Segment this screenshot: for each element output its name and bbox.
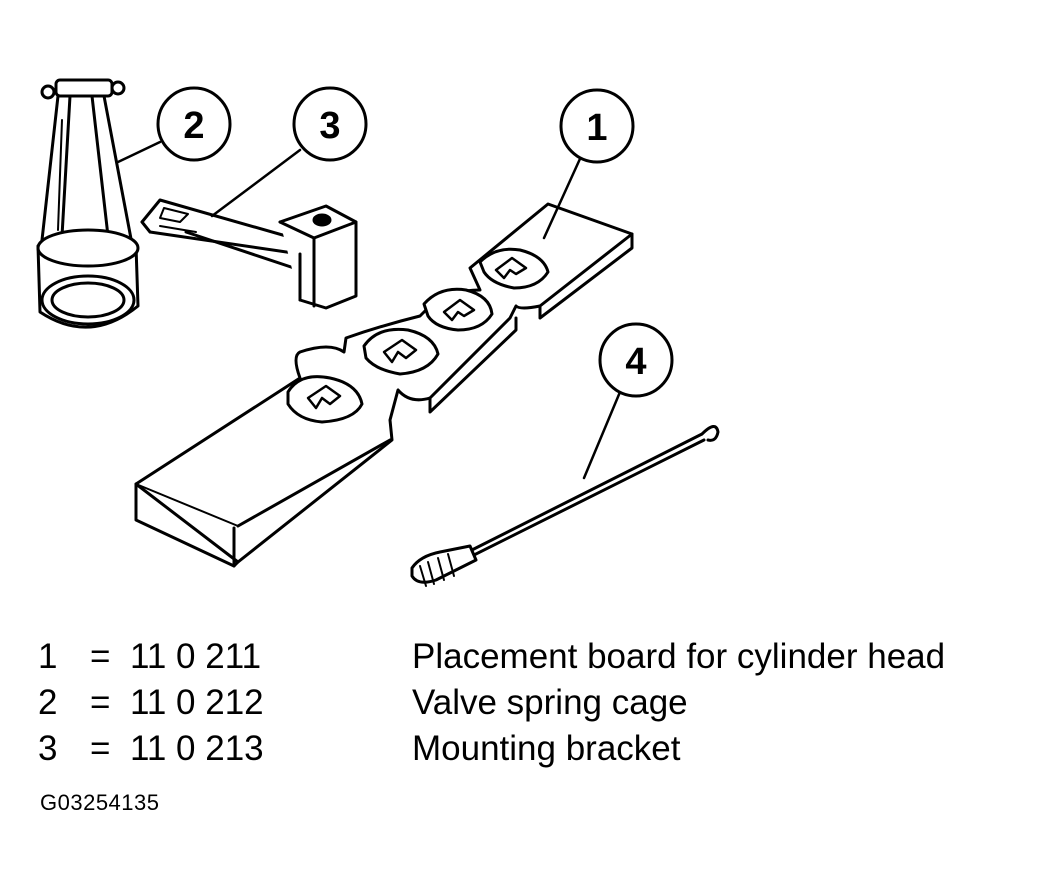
legend-description: Placement board for cylinder head xyxy=(412,637,946,676)
legend-number: 2 xyxy=(38,683,58,722)
callout-circle-3 xyxy=(292,86,368,162)
callout-number-3: 3 xyxy=(319,105,340,147)
callout-number-4: 4 xyxy=(625,341,646,383)
legend: 1 = 11 0 211 Placement board for cylinde… xyxy=(38,634,1038,772)
callout-circle-1 xyxy=(559,88,635,164)
placement-board-drawing xyxy=(134,202,634,568)
mounting-bracket-drawing xyxy=(140,198,358,310)
legend-part-number: 11 0 211 xyxy=(130,637,262,676)
leader-lines xyxy=(116,140,622,480)
legend-row: 3 = 11 0 213 Mounting bracket xyxy=(38,726,1038,772)
hook-tool-drawing xyxy=(410,425,720,587)
legend-number: 1 xyxy=(38,637,58,676)
callout-number-1: 1 xyxy=(586,107,607,149)
callout-circle-4 xyxy=(598,322,674,398)
callout-number-2: 2 xyxy=(183,105,204,147)
legend-part-number: 11 0 213 xyxy=(130,729,264,768)
valve-spring-cage-drawing xyxy=(36,78,140,329)
legend-description: Mounting bracket xyxy=(412,729,681,768)
legend-part-number: 11 0 212 xyxy=(130,683,264,722)
callout-circle-2 xyxy=(156,86,232,162)
legend-row: 2 = 11 0 212 Valve spring cage xyxy=(38,680,1038,726)
figure-id: G03254135 xyxy=(40,790,160,815)
legend-number: 3 xyxy=(38,729,58,768)
tool-illustration: 2 3 1 4 xyxy=(36,78,720,587)
legend-equals: = xyxy=(90,683,111,722)
legend-equals: = xyxy=(90,729,111,768)
legend-row: 1 = 11 0 211 Placement board for cylinde… xyxy=(38,634,1038,680)
legend-description: Valve spring cage xyxy=(412,683,688,722)
legend-equals: = xyxy=(90,637,111,676)
